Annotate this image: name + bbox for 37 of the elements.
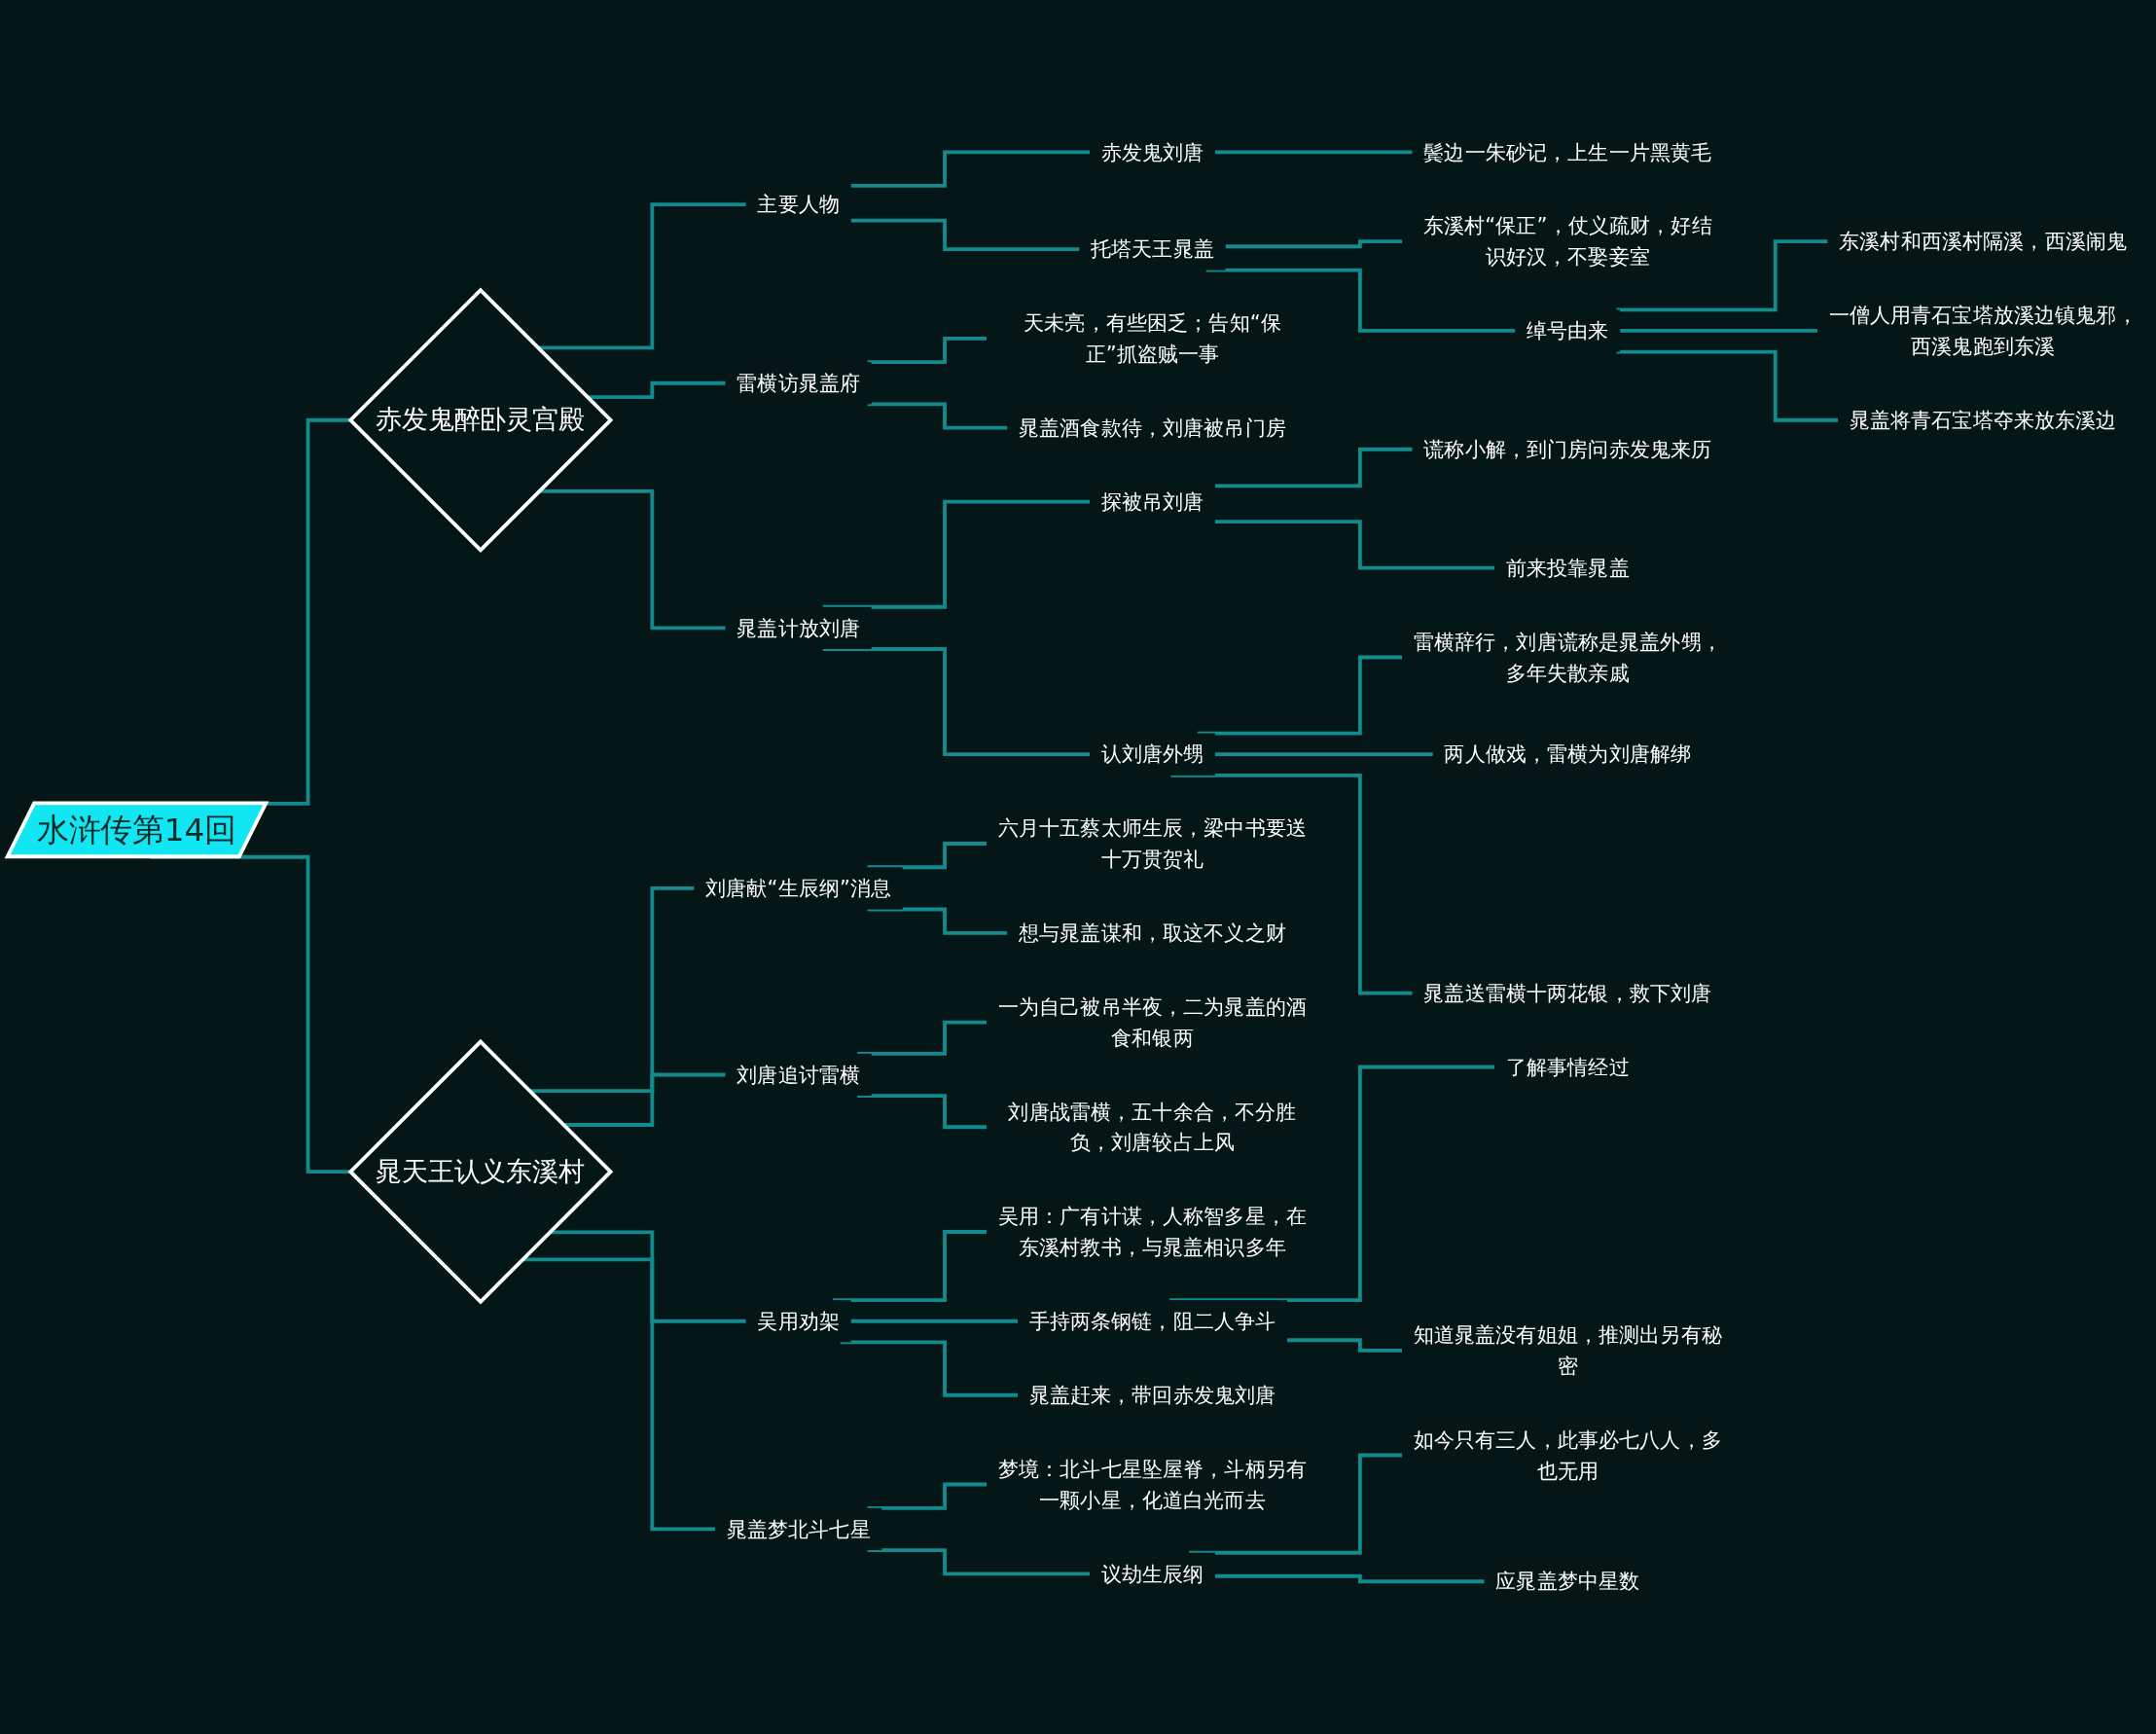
node-text: 六月十五蔡太师生辰，梁中书要送十万贯贺礼 xyxy=(997,816,1308,872)
node-text: 鬓边一朱砂记，上生一片黑黄毛 xyxy=(1423,140,1712,164)
node-text: 一为自己被吊半夜，二为晁盖的酒食和银两 xyxy=(997,994,1308,1050)
node-text: 晁盖酒食款待，刘唐被吊门房 xyxy=(1018,415,1286,440)
node-text: 如今只有三人，此事必七八人，多也无用 xyxy=(1413,1427,1722,1483)
node-text: 雷横辞行，刘唐谎称是晁盖外甥，多年失散亲戚 xyxy=(1413,630,1722,685)
node-diamond: 晁天王认义东溪村 xyxy=(347,1039,614,1305)
node-text: 主要人物 xyxy=(757,193,840,217)
node-text: 知道晁盖没有姐姐，推测出另有秘密 xyxy=(1413,1323,1722,1378)
node-text: 东溪村“保正”，仗义疏财，好结识好汉，不娶妾室 xyxy=(1422,214,1712,270)
node-text: 吴用：广有计谋，人称智多星，在东溪村教书，与晁盖相识多年 xyxy=(997,1205,1308,1260)
node-text: 赤发鬼刘唐 xyxy=(1100,140,1204,164)
node-text: 探被吊刘唐 xyxy=(1100,489,1204,514)
node-text: 想与晁盖谋和，取这不义之财 xyxy=(1018,921,1286,946)
node-text: 谎称小解，到门房问赤发鬼来历 xyxy=(1423,437,1712,462)
node-text: 天未亮，有些困乏；告知“保正”抓盗贼一事 xyxy=(1024,311,1281,366)
connector xyxy=(867,1548,1092,1576)
node-text: 前来投靠晁盖 xyxy=(1505,556,1630,580)
node-text: 东溪村和西溪村隔溪，西溪闹鬼 xyxy=(1839,230,2128,254)
node-diamond: 赤发鬼醉卧灵宫殿 xyxy=(347,287,614,554)
connector xyxy=(840,1340,1020,1397)
connector xyxy=(822,499,1092,609)
connector xyxy=(850,1319,1020,1323)
node-text: 刘唐战雷横，五十余合，不分胜负，刘唐较占上风 xyxy=(1008,1100,1297,1155)
connector xyxy=(850,150,1092,188)
node-text: 绰号由来 xyxy=(1527,319,1609,343)
connector xyxy=(1620,329,1819,334)
node-text: 晁盖送雷横十两花银，救下刘唐 xyxy=(1423,981,1712,1005)
node-text: 晁盖赶来，带回赤发鬼刘唐 xyxy=(1028,1383,1276,1407)
node-text: 梦境：北斗七星坠屋脊，斗柄另有一颗小星，化道白光而去 xyxy=(997,1457,1308,1512)
node-text: 一僧人用青石宝塔放溪边镇鬼邪，西溪鬼跑到东溪 xyxy=(1828,304,2138,359)
node-text: 两人做戏，雷横为刘唐解绑 xyxy=(1444,742,1692,767)
node-text: 晁盖将青石宝塔夺来放东溪边 xyxy=(1849,408,2117,432)
connector xyxy=(822,647,1092,757)
node-text: 了解事情经过 xyxy=(1505,1055,1630,1079)
node-text: 应晁盖梦中星数 xyxy=(1495,1570,1640,1594)
node-text: 雷横访晁盖府 xyxy=(737,371,861,395)
